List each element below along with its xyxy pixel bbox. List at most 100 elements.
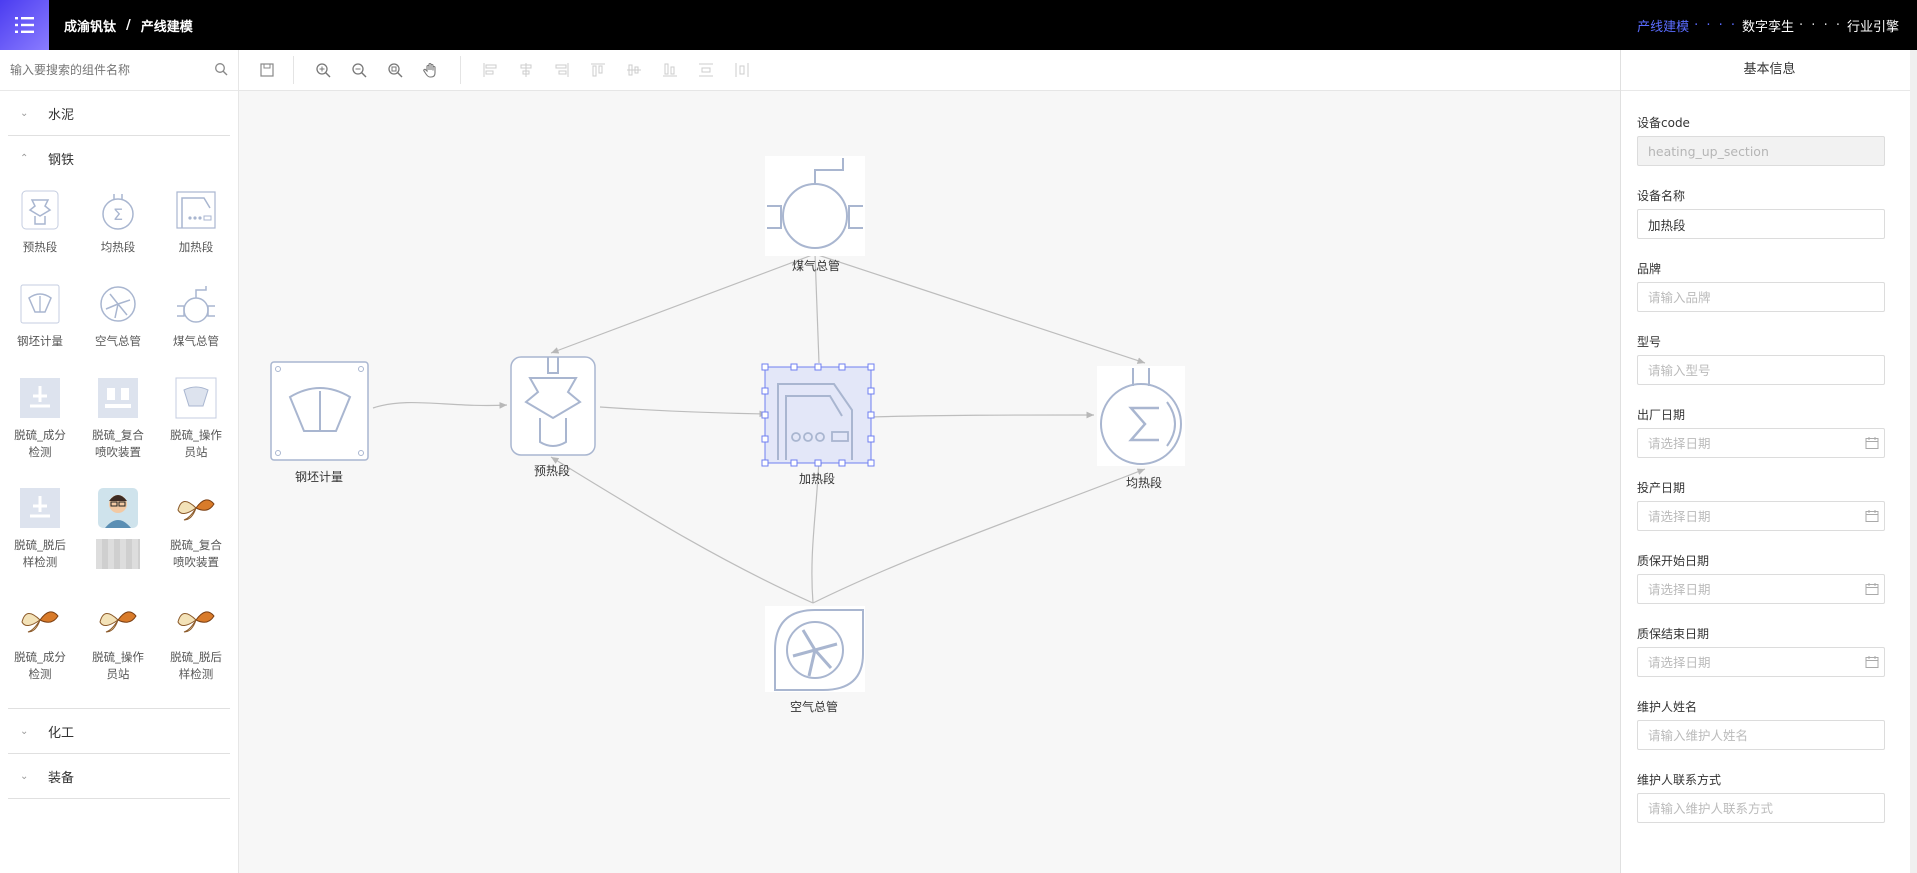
menu-button[interactable]: [0, 0, 49, 50]
factory-date-picker[interactable]: [1637, 428, 1885, 458]
edge[interactable]: [599, 406, 768, 418]
component-item[interactable]: 脱硫_脱后 样检测: [1, 486, 79, 571]
zoom-in-icon[interactable]: [314, 61, 332, 79]
breadcrumb-company[interactable]: 成渝钒钛: [64, 19, 117, 35]
align-bottom-icon[interactable]: [661, 61, 679, 79]
node-label: 钢坯计量: [295, 470, 344, 484]
production-date-picker[interactable]: [1637, 501, 1885, 531]
node-label: 煤气总管: [792, 259, 841, 273]
field-label: 质保结束日期: [1637, 627, 1710, 641]
component-item[interactable]: 预热段: [1, 188, 79, 256]
group-chemical[interactable]: ⌄ 化工: [8, 709, 230, 754]
component-label: 员站: [106, 667, 130, 681]
align-top-icon[interactable]: [589, 61, 607, 79]
warranty-end-picker[interactable]: [1637, 647, 1885, 677]
component-label: 均热段: [100, 240, 136, 254]
calendar-icon[interactable]: [1865, 436, 1879, 450]
zoom-out-icon[interactable]: [350, 61, 368, 79]
component-label: 脱硫_成分: [14, 650, 66, 664]
edge[interactable]: [372, 401, 508, 409]
component-item[interactable]: [79, 486, 157, 569]
soaking-icon: Σ: [102, 194, 134, 230]
butterfly-icon: [177, 499, 215, 521]
component-item[interactable]: 煤气总管: [157, 282, 235, 350]
air-fan-icon: [100, 286, 136, 322]
nav-line-modeling[interactable]: 产线建模: [1637, 19, 1690, 35]
field-label: 型号: [1637, 335, 1662, 349]
component-item[interactable]: 钢坯计量: [1, 282, 79, 350]
component-item[interactable]: 脱硫_操作 员站: [157, 376, 235, 461]
node-air-main[interactable]: [765, 606, 865, 692]
edge[interactable]: [812, 468, 1146, 604]
flow-canvas[interactable]: 煤气总管 钢坯计量 预热段 加热段: [239, 91, 1620, 873]
node-preheat[interactable]: [510, 356, 596, 456]
align-middle-icon[interactable]: [625, 61, 643, 79]
field-label: 品牌: [1637, 262, 1662, 276]
nav-industry-engine[interactable]: 行业引擎: [1846, 19, 1899, 35]
maintainer-contact-input[interactable]: [1637, 793, 1885, 823]
align-left-icon[interactable]: [481, 61, 499, 79]
butterfly-icon: [177, 611, 215, 633]
group-cement[interactable]: ⌄ 水泥: [8, 91, 230, 136]
butterfly-icon: [21, 611, 59, 633]
component-item[interactable]: 脱硫_复合 喷吹装置: [79, 376, 157, 461]
device-name-input[interactable]: [1637, 209, 1885, 239]
group-steel[interactable]: ⌃ 钢铁: [8, 136, 230, 180]
panel-scrollbar[interactable]: [1910, 50, 1917, 873]
edge[interactable]: [550, 253, 816, 354]
distribute-horizontal-icon[interactable]: [733, 61, 751, 79]
component-item[interactable]: 脱硫_成分 检测: [1, 376, 79, 461]
model-input[interactable]: [1637, 355, 1885, 385]
warranty-start-picker[interactable]: [1637, 574, 1885, 604]
component-label: 脱硫_脱后: [14, 538, 66, 552]
group-label: 装备: [48, 770, 75, 786]
brand-input[interactable]: [1637, 282, 1885, 312]
toolbar-divider: [293, 56, 294, 84]
search-icon[interactable]: [214, 62, 228, 76]
chevron-down-icon: ⌄: [20, 107, 29, 119]
component-label: 样检测: [22, 555, 58, 569]
edge[interactable]: [814, 253, 1146, 364]
align-right-icon[interactable]: [553, 61, 571, 79]
chevron-down-icon: ⌄: [20, 725, 29, 737]
component-item[interactable]: 脱硫_脱后 样检测: [157, 598, 235, 683]
component-label: 加热段: [178, 240, 214, 254]
node-label: 均热段: [1126, 476, 1163, 490]
calendar-icon[interactable]: [1865, 582, 1879, 596]
edge[interactable]: [811, 456, 823, 604]
top-nav: 产线建模 · · · · 数字孪生 · · · · 行业引擎: [1637, 0, 1899, 50]
heating-icon: [176, 191, 216, 229]
nav-digital-twin[interactable]: 数字孪生: [1742, 19, 1795, 35]
panel-title: 基本信息: [1621, 50, 1917, 91]
component-item[interactable]: Σ 均热段: [79, 188, 157, 256]
component-label: 检测: [28, 445, 52, 459]
save-icon[interactable]: [258, 61, 276, 79]
zoom-fit-icon[interactable]: [386, 61, 404, 79]
align-center-icon[interactable]: [517, 61, 535, 79]
component-item[interactable]: 空气总管: [79, 282, 157, 350]
gas-valve-icon: [177, 286, 215, 323]
component-item[interactable]: 加热段: [157, 188, 235, 256]
node-heating-selected[interactable]: [760, 362, 876, 468]
node-soaking[interactable]: [1097, 366, 1185, 466]
component-item[interactable]: 脱硫_操作 员站: [79, 598, 157, 683]
component-item[interactable]: 脱硫_成分 检测: [1, 598, 79, 683]
node-gas-main[interactable]: [765, 156, 865, 256]
edge[interactable]: [550, 456, 814, 604]
distribute-vertical-icon[interactable]: [697, 61, 715, 79]
maintainer-name-input[interactable]: [1637, 720, 1885, 750]
component-item[interactable]: 脱硫_复合 喷吹装置: [157, 486, 235, 571]
component-label: 检测: [28, 667, 52, 681]
butterfly-icon: [99, 611, 137, 633]
group-label: 钢铁: [48, 152, 75, 168]
edge[interactable]: [814, 253, 820, 364]
canvas-toolbar: [239, 50, 1620, 91]
group-equipment[interactable]: ⌄ 装备: [8, 754, 230, 799]
node-label: 空气总管: [790, 700, 839, 714]
hand-pan-icon[interactable]: [422, 61, 440, 79]
node-billet-meter[interactable]: [270, 361, 369, 461]
component-search-input[interactable]: [8, 58, 202, 82]
calendar-icon[interactable]: [1865, 655, 1879, 669]
calendar-icon[interactable]: [1865, 509, 1879, 523]
edge[interactable]: [869, 411, 1095, 419]
